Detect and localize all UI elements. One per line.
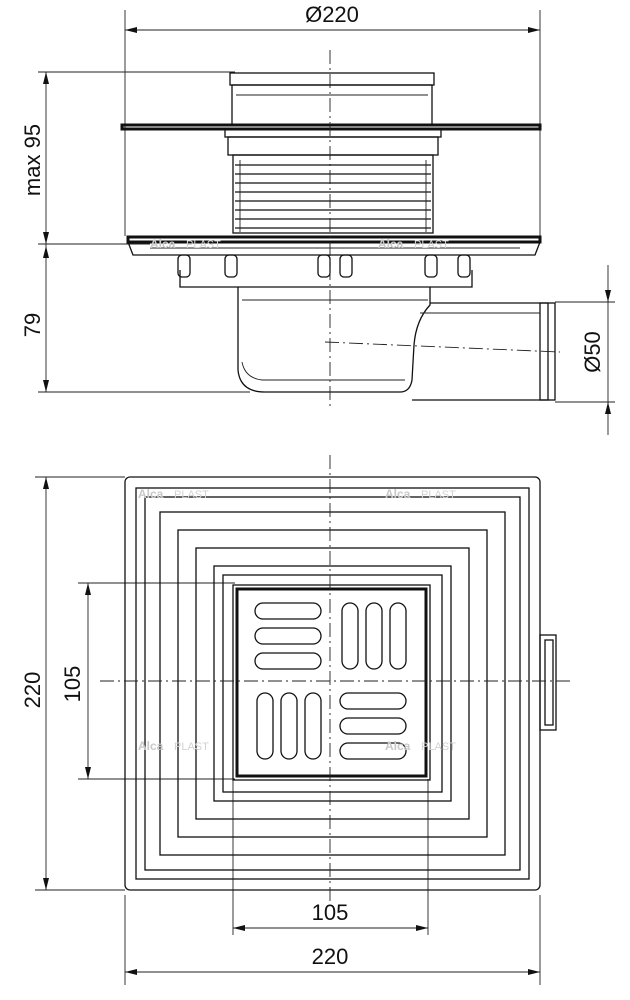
grate-slot: [341, 602, 359, 670]
side-view: Ø220 max 95 79 Ø50: [20, 2, 615, 435]
dim-outer-width: 220: [124, 895, 541, 985]
side-watermarks: Alca PLAST Alca PLAST: [150, 237, 449, 251]
alcaplast-logo-watermark: Alca PLAST: [138, 739, 209, 753]
svg-text:Alca: Alca: [385, 739, 411, 753]
grate: [254, 602, 407, 760]
dim-outer-width-label: 220: [312, 944, 349, 969]
dim-top-diameter: Ø220: [124, 2, 541, 236]
svg-text:PLAST: PLAST: [421, 741, 456, 753]
svg-text:Alca: Alca: [378, 237, 404, 251]
alcaplast-logo-watermark: Alca PLAST: [138, 487, 209, 501]
svg-text:PLAST: PLAST: [186, 239, 221, 251]
svg-text:PLAST: PLAST: [421, 489, 456, 501]
dim-max-height-label: max 95: [20, 124, 45, 196]
plan-view: 220 105 105 220: [20, 455, 570, 985]
dim-grate-height: 105: [60, 582, 235, 780]
grate-slot: [365, 602, 383, 670]
alcaplast-logo-watermark: Alca PLAST: [378, 237, 449, 251]
dim-outer-height-label: 220: [20, 672, 45, 709]
grate-slot: [389, 602, 407, 670]
grate-slot: [254, 602, 322, 620]
threaded-body: [232, 154, 434, 234]
svg-text:Alca: Alca: [150, 237, 176, 251]
alcaplast-logo-watermark: Alca PLAST: [385, 739, 456, 753]
dim-grate-height-label: 105: [60, 666, 85, 703]
alcaplast-logo-watermark: Alca PLAST: [150, 237, 221, 251]
grate-slot: [339, 742, 407, 760]
svg-text:PLAST: PLAST: [414, 239, 449, 251]
dim-grate-width: 105: [232, 779, 429, 935]
outlet-stub: [539, 634, 557, 731]
dim-grate-width-label: 105: [312, 900, 349, 925]
drain-frame: [124, 476, 541, 891]
svg-text:PLAST: PLAST: [174, 741, 209, 753]
dim-outlet-diameter: Ø50: [555, 265, 615, 435]
plan-watermarks: Alca PLAST Alca PLAST Alca PLAST Alca PL…: [138, 487, 456, 753]
dim-top-diameter-label: Ø220: [305, 2, 359, 27]
drain-body: [126, 235, 556, 401]
grate-slot: [254, 652, 322, 670]
grate-slot: [254, 627, 322, 645]
svg-text:Alca: Alca: [385, 487, 411, 501]
alcaplast-logo-watermark: Alca PLAST: [385, 487, 456, 501]
svg-text:Alca: Alca: [138, 739, 164, 753]
svg-text:Alca: Alca: [138, 487, 164, 501]
grate-slot: [339, 692, 407, 710]
dim-max-height: max 95: [20, 71, 235, 245]
dim-outlet-diameter-label: Ø50: [580, 331, 605, 373]
dim-body-height: 79: [20, 244, 250, 393]
grate-slot: [304, 692, 322, 760]
extension-part: [120, 72, 542, 234]
grate-slot: [280, 692, 298, 760]
grate-slot: [339, 717, 407, 735]
dim-body-height-label: 79: [20, 313, 45, 337]
grate-slot: [256, 692, 274, 760]
svg-text:PLAST: PLAST: [174, 489, 209, 501]
dim-outer-height: 220: [20, 476, 125, 891]
